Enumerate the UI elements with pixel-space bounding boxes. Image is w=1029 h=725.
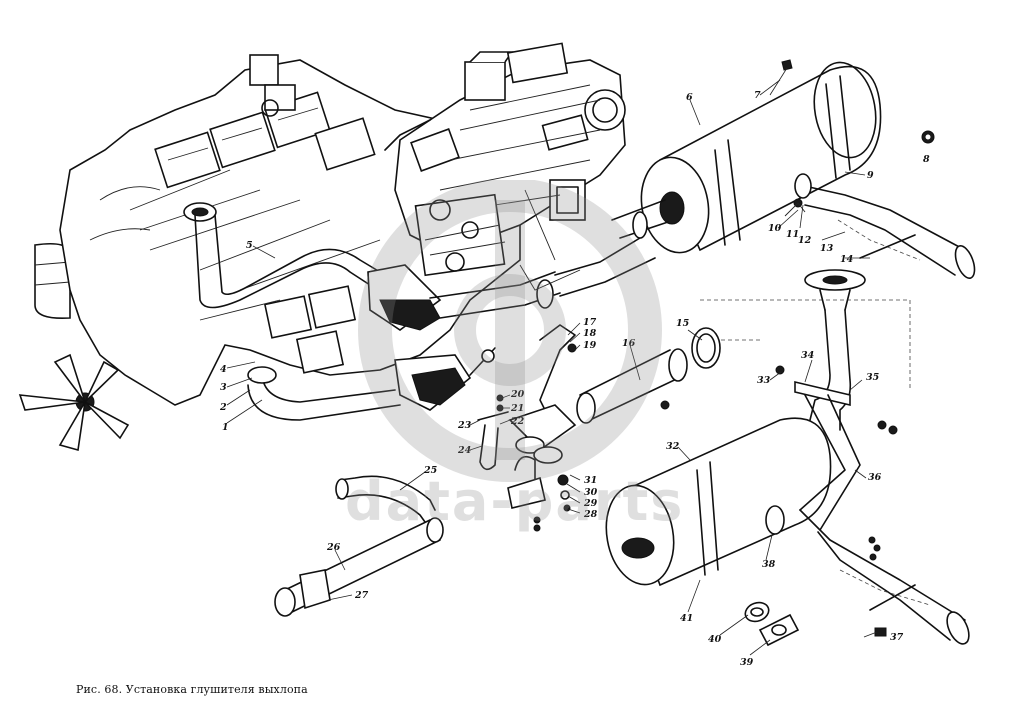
upper-muffler xyxy=(611,61,976,280)
callout-41: 41 xyxy=(680,613,693,624)
callout-20: 20 xyxy=(510,389,525,400)
callout-24: 24 xyxy=(457,445,471,456)
callout-34: 34 xyxy=(801,350,814,361)
callout-1: 1 xyxy=(222,422,229,433)
callout-40: 40 xyxy=(708,634,722,645)
small-parts xyxy=(274,198,898,647)
cooling-fan xyxy=(18,353,130,452)
callout-9: 9 xyxy=(867,170,874,181)
callout-38: 38 xyxy=(762,559,776,570)
callout-25: 25 xyxy=(423,465,438,476)
callout-8: 8 xyxy=(923,154,930,165)
callout-32: 32 xyxy=(666,441,680,452)
callout-3: 3 xyxy=(220,382,227,393)
callout-36: 36 xyxy=(868,472,882,483)
callout-15: 15 xyxy=(676,318,690,329)
callout-10: 10 xyxy=(768,223,782,234)
callout-14: 14 xyxy=(840,254,853,265)
lower-muffler xyxy=(605,269,970,645)
callout-26: 26 xyxy=(326,542,341,553)
callout-18: 18 xyxy=(583,328,597,339)
callout-4: 4 xyxy=(220,364,227,375)
callout-labels: 1 2 3 4 5 6 7 8 9 10 11 12 13 14 15 16 1… xyxy=(219,90,930,668)
callout-37: 37 xyxy=(890,632,904,643)
leader-lines xyxy=(226,79,878,656)
callout-6: 6 xyxy=(686,92,693,103)
watermark-text: data-parts xyxy=(345,470,685,533)
gearbox-illustration xyxy=(384,42,626,277)
callout-33: 33 xyxy=(757,375,771,386)
callout-13: 13 xyxy=(820,243,834,254)
callout-27: 27 xyxy=(354,590,369,601)
exhaust-assembly-diagram: 1 2 3 4 5 6 7 8 9 10 11 12 13 14 15 16 1… xyxy=(18,42,976,668)
callout-12: 12 xyxy=(798,235,812,246)
callout-21: 21 xyxy=(510,403,524,414)
callout-23: 23 xyxy=(457,420,472,431)
callout-16: 16 xyxy=(622,338,636,349)
callout-29: 29 xyxy=(583,498,598,509)
figure-caption: Рис. 68. Установка глушителя выхлопа xyxy=(76,683,308,696)
callout-2: 2 xyxy=(219,402,227,413)
callout-28: 28 xyxy=(583,509,598,520)
callout-39: 39 xyxy=(740,657,754,668)
callout-31: 31 xyxy=(584,475,597,486)
callout-19: 19 xyxy=(583,340,597,351)
exhaust-pipes-engine xyxy=(194,189,656,421)
callout-35: 35 xyxy=(866,372,880,383)
callout-22: 22 xyxy=(510,416,525,427)
callout-7: 7 xyxy=(754,90,761,101)
callout-17: 17 xyxy=(583,317,597,328)
callout-5: 5 xyxy=(246,240,253,251)
callout-30: 30 xyxy=(584,487,598,498)
callout-11: 11 xyxy=(786,229,799,240)
